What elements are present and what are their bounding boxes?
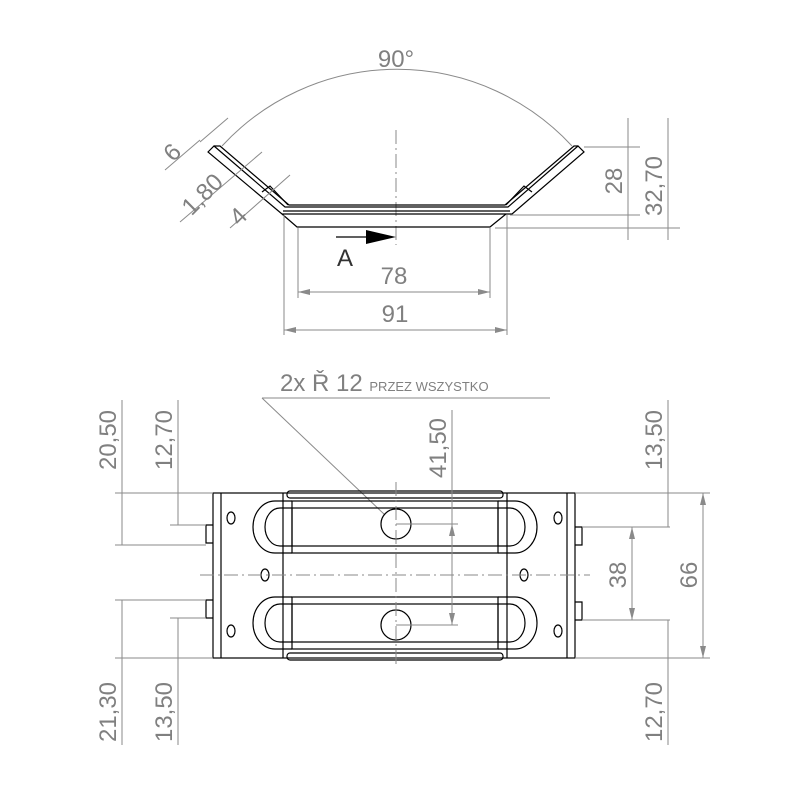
angle-label: 90° <box>378 46 414 73</box>
dim-78: 78 <box>381 263 408 290</box>
dim-12-70-left: 12,70 <box>151 410 178 470</box>
dim-6: 6 <box>158 138 187 167</box>
dim-4: 4 <box>224 202 253 231</box>
dim-38: 38 <box>605 562 632 589</box>
dim-20-50: 20,50 <box>95 410 122 470</box>
angle-arc <box>221 68 573 147</box>
dim-32-70: 32,70 <box>641 156 668 216</box>
slot-top <box>252 500 538 554</box>
channel-profile <box>207 145 585 228</box>
top-view: 90° 6 1,80 4 28 32,70 78 91 <box>158 46 680 335</box>
bottom-view: 2x Ř 12 PRZEZ WSZYSTKO <box>95 370 710 745</box>
dim-66: 66 <box>676 562 703 589</box>
dim-13-50-left: 13,50 <box>151 682 178 742</box>
view-arrow-icon <box>366 230 396 244</box>
dim-13-50-right: 13,50 <box>641 410 668 470</box>
dim-28: 28 <box>601 168 628 195</box>
view-label: A <box>337 245 353 272</box>
hole-note: 2x Ř 12 PRZEZ WSZYSTKO <box>280 370 489 397</box>
dim-21-30: 21,30 <box>95 682 122 742</box>
small-holes <box>226 511 563 638</box>
slot-bottom <box>252 596 538 650</box>
dim-12-70-right: 12,70 <box>641 682 668 742</box>
dim-91: 91 <box>382 301 409 328</box>
dim-1-80: 1,80 <box>177 169 229 221</box>
dim-41-50: 41,50 <box>425 418 452 478</box>
